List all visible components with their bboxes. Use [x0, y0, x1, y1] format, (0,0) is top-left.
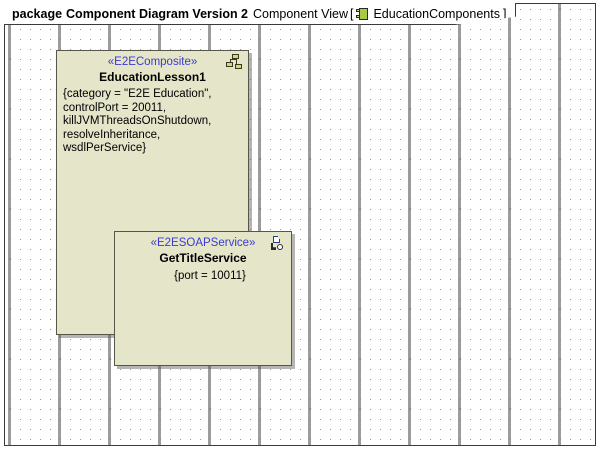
property-control-port: controlPort = 20011, — [63, 101, 167, 114]
diagram-canvas[interactable]: «E2EComposite» EducationLesson1 {categor… — [4, 3, 596, 446]
property-wsdl-per-service: wsdlPerService} — [63, 142, 147, 155]
frame-view-name: Component View — [253, 6, 348, 21]
frame-bracket-close: ] — [502, 6, 507, 21]
package-frame-header[interactable]: package Component Diagram Version 2 Comp… — [4, 3, 517, 25]
component-icon — [356, 7, 369, 20]
service-port-icon — [270, 236, 285, 251]
stereotype-e2esoapservice: «E2ESOAPService» — [150, 237, 256, 249]
component-get-title-service[interactable]: «E2ESOAPService» GetTitleService {port =… — [114, 231, 292, 366]
frame-bracket-open: [ — [349, 6, 354, 21]
property-resolve-inheritance: resolveInheritance, — [63, 128, 161, 141]
property-port: {port = 10011} — [174, 270, 246, 282]
stereotype-e2ecomposite: «E2EComposite» — [107, 56, 198, 68]
property-category: {category = "E2E Education", — [63, 88, 212, 100]
frame-package-name: Component Diagram Version 2 — [66, 6, 249, 21]
frame-component-label: EducationComponents — [373, 6, 500, 21]
component-name-get-title-service: GetTitleService — [159, 251, 247, 265]
property-kill-jvm-threads: killJVMThreadsOnShutdown, — [63, 115, 212, 128]
frame-keyword: package — [12, 6, 63, 21]
component-education-lesson1[interactable]: «E2EComposite» EducationLesson1 {categor… — [56, 50, 292, 366]
composite-structure-icon — [226, 54, 243, 71]
component-properties-list: {category = "E2E Education", controlPort… — [63, 88, 248, 156]
component-name-education-lesson1: EducationLesson1 — [99, 70, 206, 84]
